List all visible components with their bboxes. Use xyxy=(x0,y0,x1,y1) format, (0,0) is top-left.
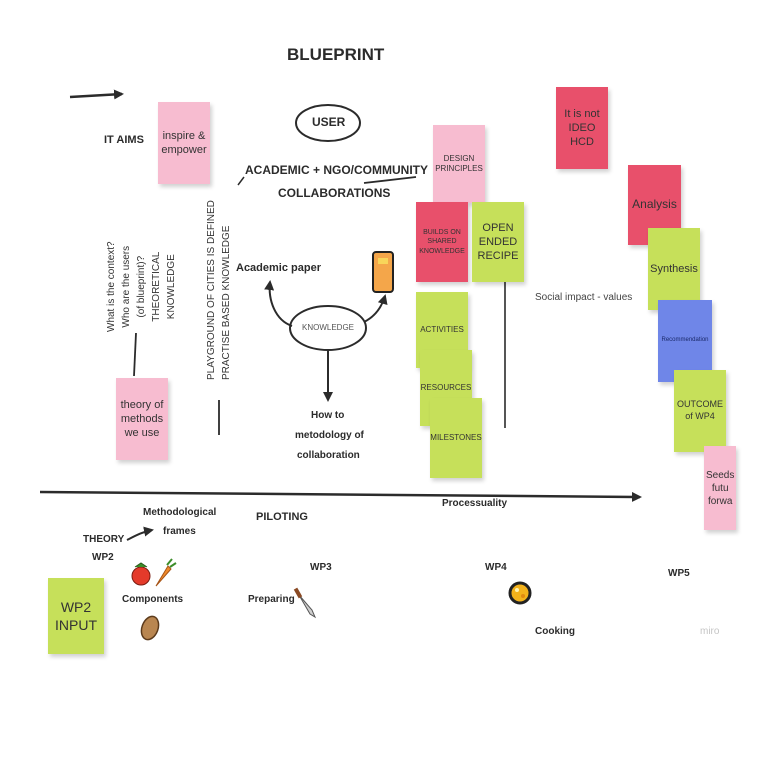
preparing-label: Preparing xyxy=(248,594,295,605)
note-recommendation[interactable]: Recommendation xyxy=(658,300,712,382)
note-milestones[interactable]: MILESTONES xyxy=(430,398,482,478)
note-synthesis[interactable]: Synthesis xyxy=(648,228,700,310)
collab-connector[interactable] xyxy=(363,176,417,184)
context-stroke xyxy=(133,332,137,377)
note-wp2-input[interactable]: WP2 INPUT xyxy=(48,578,104,654)
timeline-arrow[interactable] xyxy=(39,490,642,502)
knowledge-label: KNOWLEDGE xyxy=(302,323,355,332)
methodological-line2: frames xyxy=(163,526,196,537)
note-theory-methods[interactable]: theory of methods we use xyxy=(116,378,168,460)
wp5-label: WP5 xyxy=(668,568,690,579)
note-inspire-empower[interactable]: inspire & empower xyxy=(158,102,210,184)
theory-label: THEORY xyxy=(83,534,125,545)
components-label: Components xyxy=(122,594,184,605)
note-outcome-wp4[interactable]: OUTCOME of WP4 xyxy=(674,370,726,452)
vertical-context-text: What is the context? Who are the users (… xyxy=(106,241,177,332)
wp3-label: WP3 xyxy=(310,562,332,573)
piloting-label: PILOTING xyxy=(256,511,308,523)
note-design-principles[interactable]: DESIGN PRINCIPLES xyxy=(433,125,485,203)
user-label: USER xyxy=(312,115,346,129)
note-seeds-future[interactable]: Seeds futu forwa xyxy=(704,446,736,530)
wp2-label: WP2 xyxy=(92,552,114,563)
arrow-top-left[interactable] xyxy=(69,89,124,100)
howto-line1: How to xyxy=(311,410,345,421)
board-title: BLUEPRINT xyxy=(287,45,385,64)
processuality-label: Processuality xyxy=(442,498,508,509)
wp4-label: WP4 xyxy=(485,562,507,573)
academic-paper-label: Academic paper xyxy=(236,262,321,274)
arrow-to-tablet[interactable] xyxy=(363,294,388,323)
howto-line2: metodology of xyxy=(295,430,364,441)
vertical-playground-text: PLAYGROUND OF CITIES IS DEFINED PRACTISE… xyxy=(206,200,232,380)
note-open-ended-recipe[interactable]: OPEN ENDED RECIPE xyxy=(472,202,524,282)
collab-line1: ACADEMIC + NGO/COMMUNITY xyxy=(245,163,428,177)
user-ellipse[interactable] xyxy=(295,104,361,142)
arrow-to-academic-paper[interactable] xyxy=(264,280,293,327)
social-impact-label: Social impact - values xyxy=(535,292,633,303)
note-builds-on-shared-knowledge[interactable]: BUILDS ON SHARED KNOWLEDGE xyxy=(416,202,468,282)
cooking-label: Cooking xyxy=(535,626,575,637)
arrow-theory-to-frames[interactable] xyxy=(126,526,154,541)
miro-watermark: miro xyxy=(700,626,720,637)
methodological-line1: Methodological xyxy=(143,507,217,518)
collab-tick xyxy=(237,176,245,186)
collab-line2: COLLABORATIONS xyxy=(278,186,391,200)
it-aims-label: IT AIMS xyxy=(104,134,144,146)
howto-line3: collaboration xyxy=(297,450,360,461)
note-not-ideo-hcd[interactable]: It is not IDEO HCD xyxy=(556,87,608,169)
